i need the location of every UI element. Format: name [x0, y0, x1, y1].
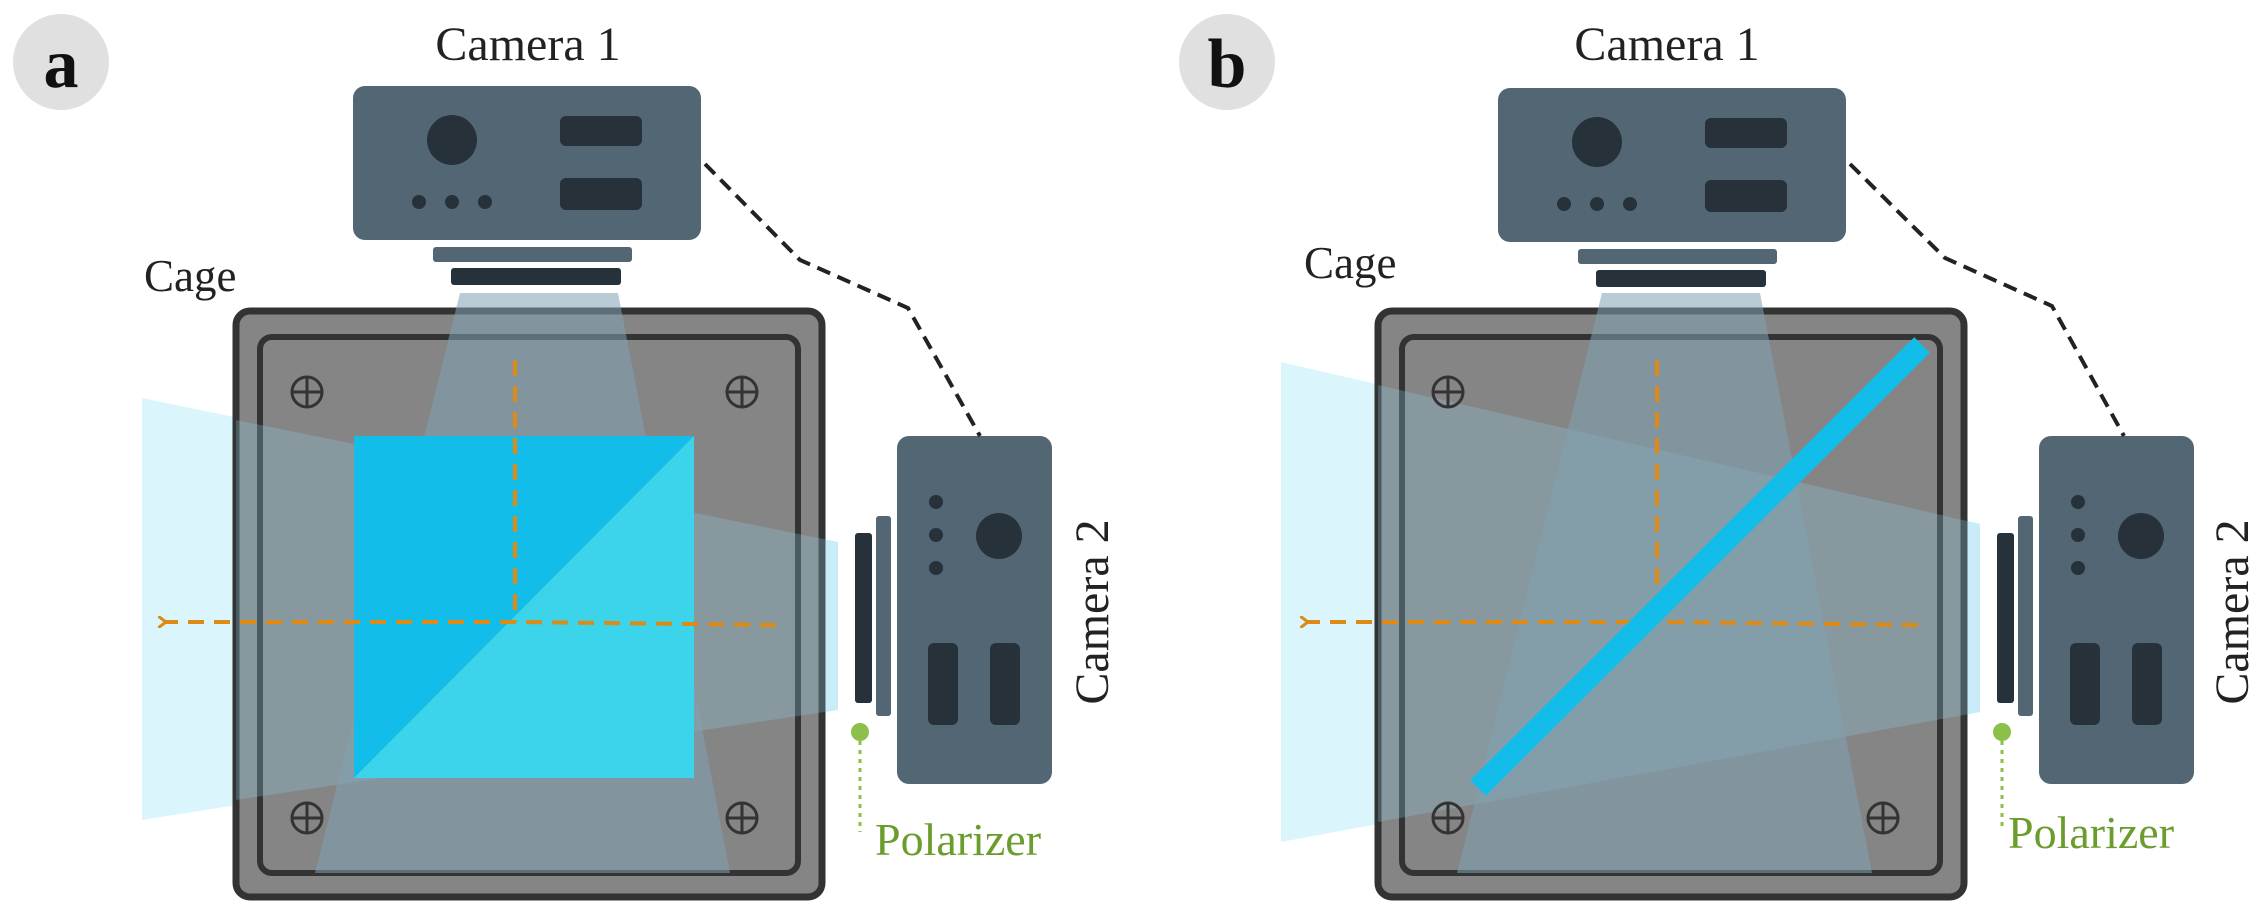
- panel-badge-label: b: [1208, 26, 1247, 103]
- camera-lens-icon: [976, 513, 1022, 559]
- camera-1: [1498, 88, 1846, 287]
- screw-icon: [725, 801, 759, 835]
- camera-lens-icon: [427, 115, 477, 165]
- camera-cable: [703, 162, 982, 437]
- camera1-view-cone: [1457, 293, 1872, 873]
- panel-b: b Camera 1 Cage Polarizer Camera 2: [1179, 14, 2259, 901]
- camera-1-label: Camera 1: [1574, 18, 1759, 71]
- screw-icon: [1866, 801, 1900, 835]
- panel-badge: [13, 14, 109, 110]
- camera-2: [855, 436, 1052, 784]
- camera-2: [1997, 436, 2194, 784]
- camera-cable: [1848, 162, 2126, 437]
- polarizer-dot: [1993, 723, 2011, 741]
- cage-label: Cage: [1304, 238, 1396, 288]
- beam-splitter-cube-right: [354, 436, 694, 778]
- polarizer-label: Polarizer: [2008, 807, 2174, 858]
- screw-icon: [290, 801, 324, 835]
- camera-1-label: Camera 1: [435, 18, 620, 71]
- screw-icon: [1431, 801, 1465, 835]
- screw-icon: [290, 375, 324, 409]
- screw-icon: [1431, 375, 1465, 409]
- horizontal-optical-path: [166, 622, 777, 625]
- camera-lens-icon: [1572, 117, 1622, 167]
- camera-2-label: Camera 2: [1066, 519, 1119, 704]
- panel-badge: [1179, 14, 1275, 110]
- camera-2-label: Camera 2: [2206, 519, 2259, 704]
- camera-lens-icon: [2118, 513, 2164, 559]
- screw-icon: [725, 375, 759, 409]
- panel-badge-label: a: [44, 26, 79, 103]
- camera-1: [353, 86, 701, 285]
- panel-a: a Camera 1 Cage Polarizer Camera 2: [13, 14, 1119, 901]
- polarizer-label: Polarizer: [875, 814, 1041, 865]
- polarizer-dot: [851, 723, 869, 741]
- beam-splitter-plate: [1470, 337, 1930, 796]
- cage-label: Cage: [144, 251, 236, 301]
